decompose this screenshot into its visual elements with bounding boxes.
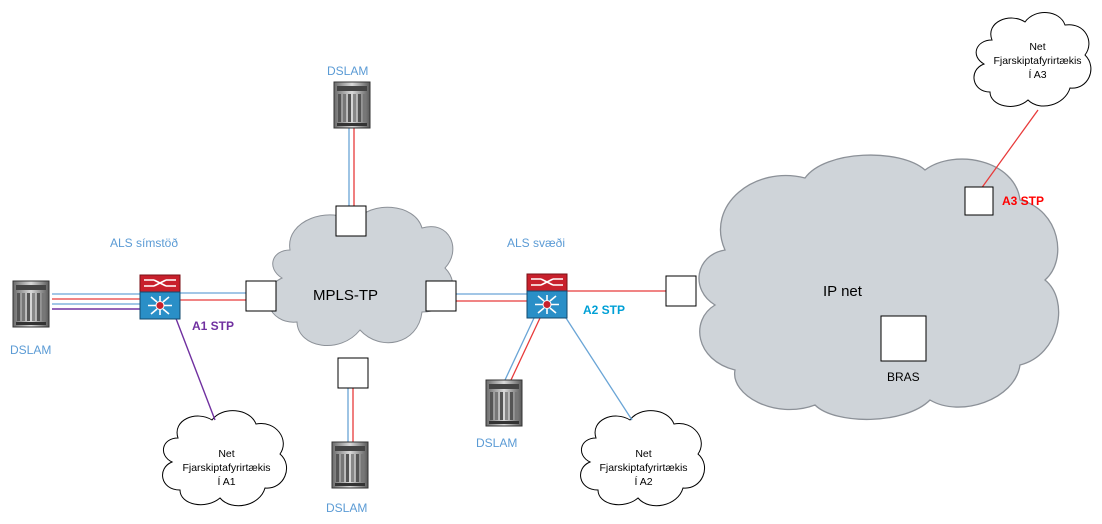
dslam-left-label: DSLAM xyxy=(10,343,52,357)
cloud-a1-line1: Net xyxy=(218,448,235,460)
cloud-a3-shape xyxy=(973,12,1092,107)
cloud-a3-line2: Fjarskiptafyrirtækis xyxy=(993,55,1082,67)
cloud-a2-line3: Í A2 xyxy=(634,476,653,488)
dslam-bottom-device xyxy=(331,441,369,489)
cloud-a2-shape xyxy=(580,410,705,507)
cloud-a1-text: Net Fjarskiptafyrirtækis Í A1 xyxy=(164,447,289,489)
a3-stp-label: A3 STP xyxy=(1002,194,1045,208)
als-svaedi-label: ALS svæði xyxy=(507,236,566,250)
als-simstod-label: ALS símstöð xyxy=(110,236,179,250)
als-svaedi-switch-icon xyxy=(526,273,568,319)
cloud-a1-line2: Fjarskiptafyrirtækis xyxy=(182,462,271,474)
stp-box-ipnet xyxy=(665,275,697,307)
ip-net-cloud xyxy=(698,154,1060,421)
cloud-a3-line3: Í A3 xyxy=(1028,69,1047,81)
cloud-a2-line2: Fjarskiptafyrirtækis xyxy=(599,462,688,474)
als-simstod-switch-icon xyxy=(139,274,181,320)
cloud-a1-line3: Í A1 xyxy=(217,476,236,488)
dslam-top-device xyxy=(333,81,371,129)
dslam-left-device xyxy=(12,280,50,328)
bras-box xyxy=(880,315,927,362)
ip-net-label: IP net xyxy=(823,283,862,300)
cloud-a2-line1: Net xyxy=(635,448,652,460)
stp-box-mpls-bottom xyxy=(337,357,369,389)
dslam-svaedi-label: DSLAM xyxy=(476,436,518,450)
dslam-svaedi-device xyxy=(485,379,523,427)
cloud-a1-shape xyxy=(162,410,287,507)
cloud-a3-text: Net Fjarskiptafyrirtækis Í A3 xyxy=(975,40,1100,82)
stp-box-mpls-top xyxy=(335,205,367,237)
dslam-top-label: DSLAM xyxy=(327,64,369,78)
stp-box-mpls-right xyxy=(425,280,457,312)
stp-box-a3 xyxy=(964,186,994,216)
bras-label: BRAS xyxy=(887,370,920,384)
mpls-tp-label: MPLS-TP xyxy=(313,287,379,304)
stp-box-mpls-left xyxy=(245,280,277,312)
a2-stp-label: A2 STP xyxy=(583,303,626,317)
dslam-bottom-label: DSLAM xyxy=(326,501,368,515)
a1-stp-label: A1 STP xyxy=(192,319,235,333)
cloud-a2-text: Net Fjarskiptafyrirtækis Í A2 xyxy=(581,447,706,489)
cloud-a3-line1: Net xyxy=(1029,41,1046,53)
